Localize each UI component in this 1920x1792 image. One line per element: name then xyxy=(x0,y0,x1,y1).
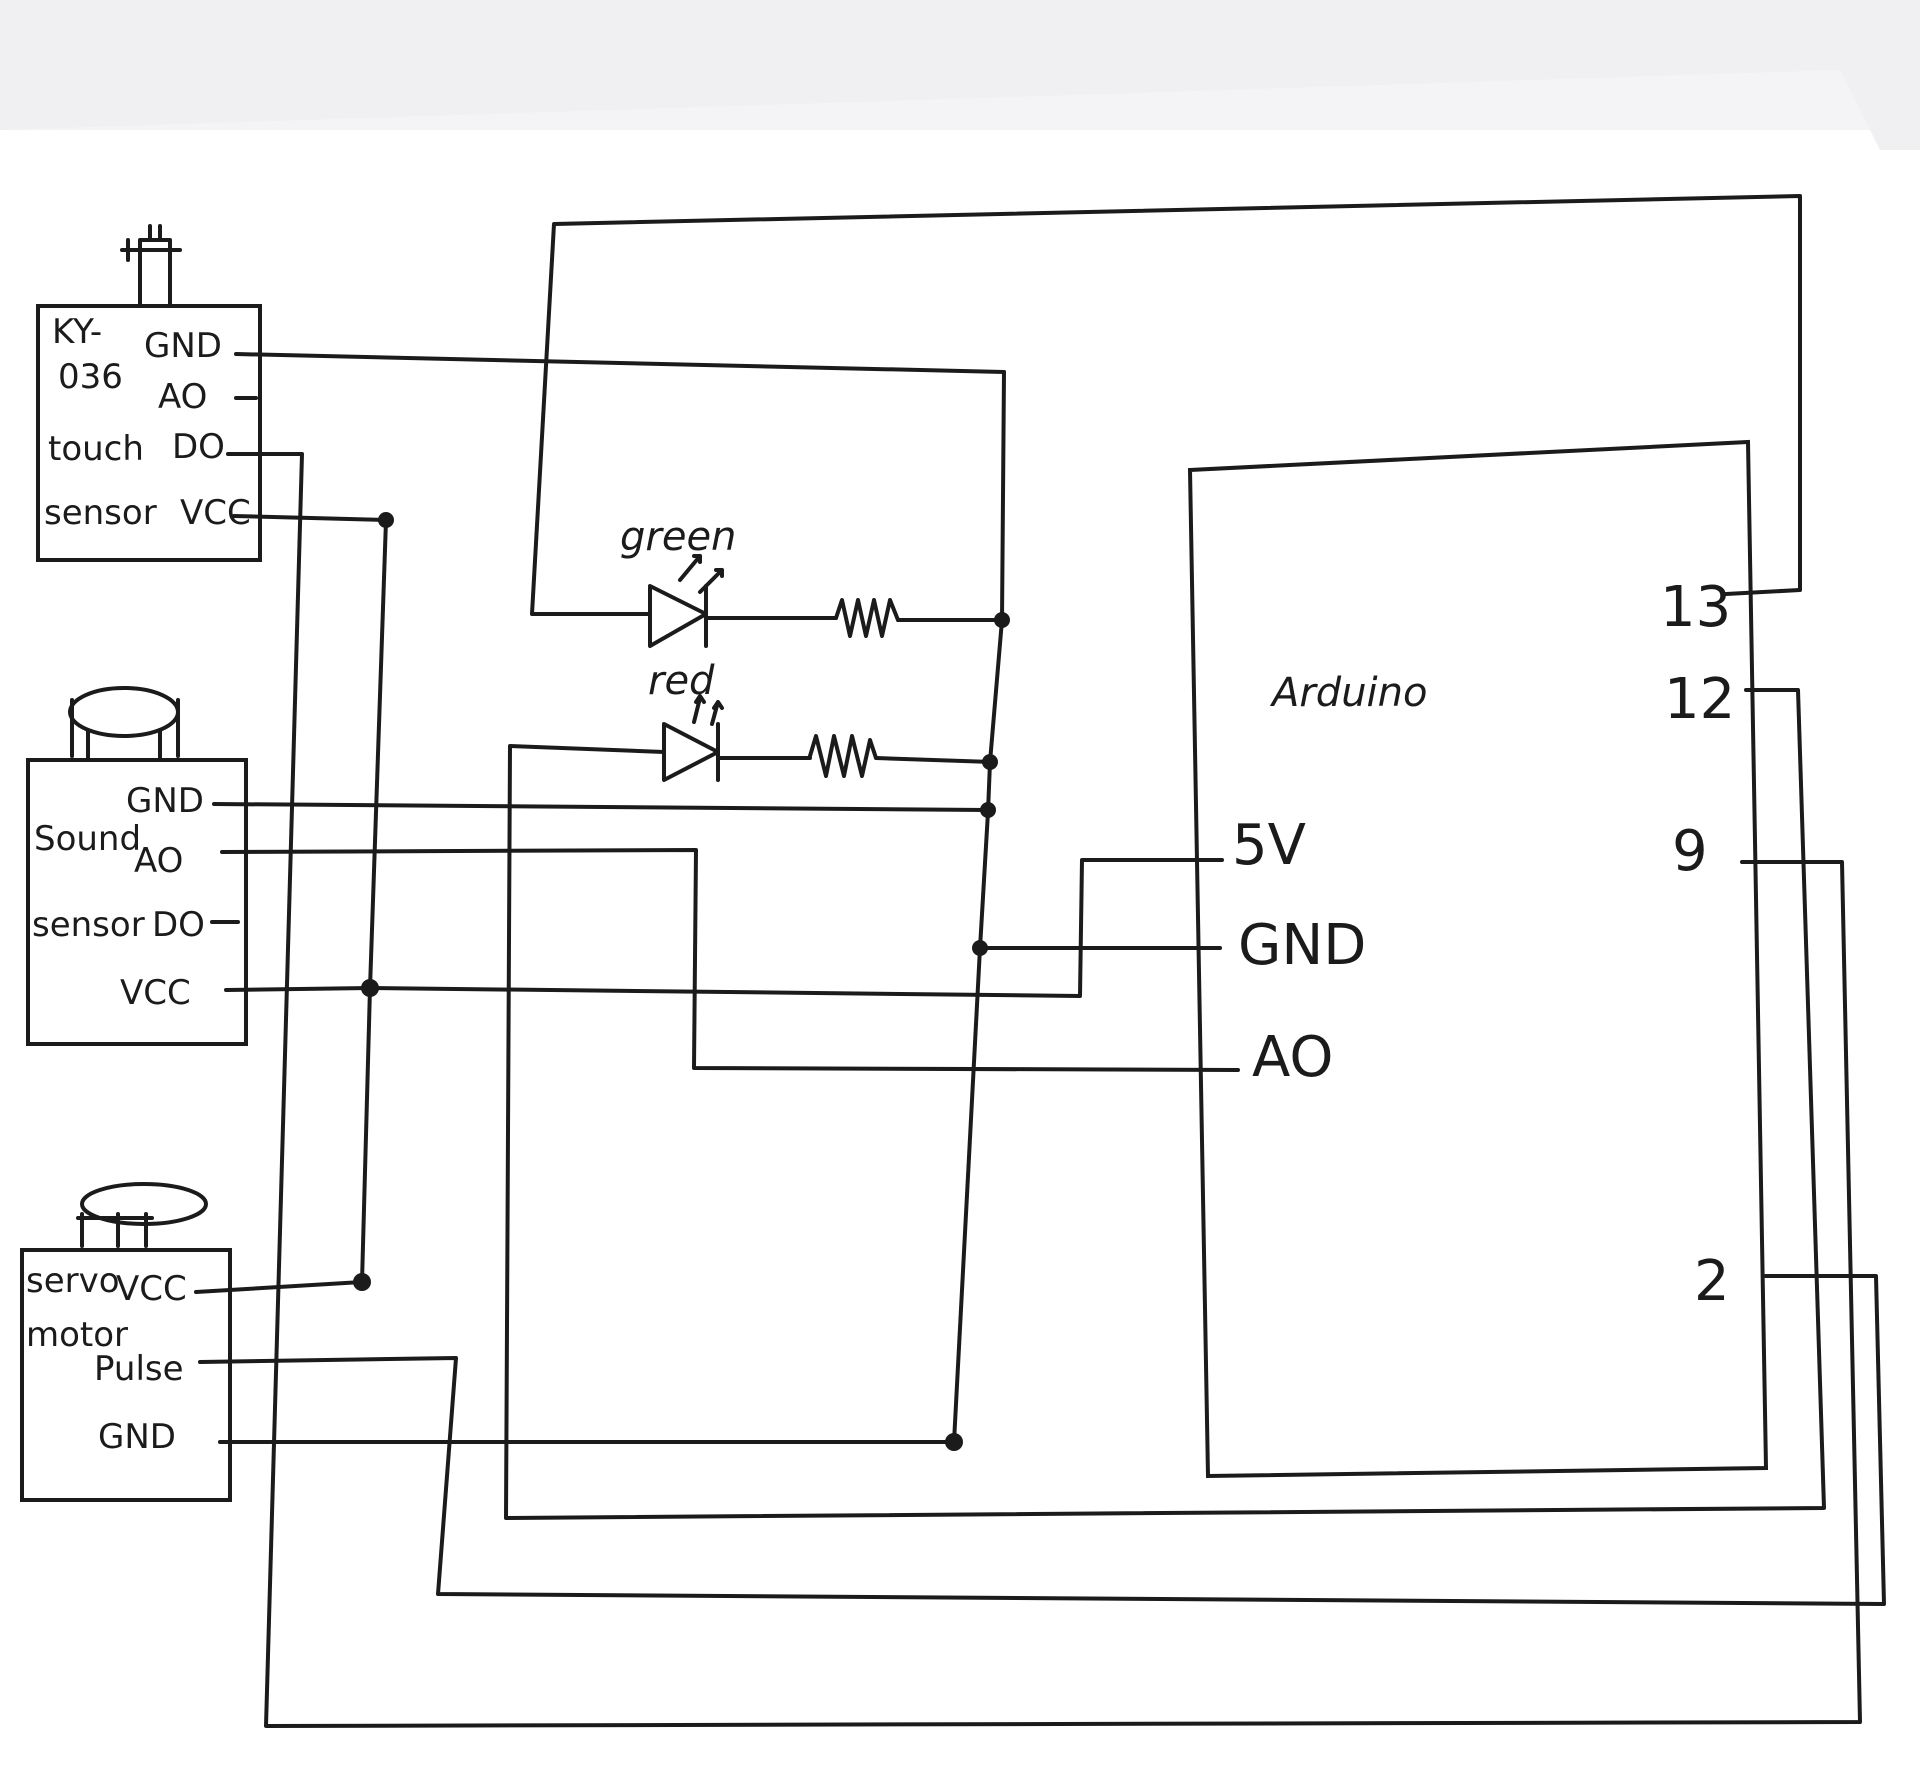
junction-dot xyxy=(361,979,379,997)
red-led-symbol-icon xyxy=(662,722,720,782)
wires xyxy=(194,194,1886,1728)
arduino-pin-gnd: GND xyxy=(1238,913,1366,978)
wire-pin13-green-led xyxy=(530,194,1802,616)
wire-touch-do-pin9 xyxy=(226,452,1862,1728)
junction-dot xyxy=(994,612,1010,628)
wire-vcc-bus xyxy=(360,518,388,1284)
arduino-title: Arduino xyxy=(1269,670,1428,716)
servo-label-line2: motor xyxy=(26,1315,128,1355)
junction-dot xyxy=(378,512,394,528)
microphone-icon xyxy=(68,686,180,738)
green-resistor xyxy=(834,598,900,638)
junction-dot xyxy=(972,940,988,956)
arduino-pin-2: 2 xyxy=(1694,1249,1730,1314)
red-led-light-arrows-icon xyxy=(692,694,724,726)
sound-pin-ao: AO xyxy=(134,841,183,881)
arduino-pin-9: 9 xyxy=(1672,819,1708,884)
touch-pin-do: DO xyxy=(172,427,225,467)
red-led: red xyxy=(648,658,724,782)
servo-pin-vcc: VCC xyxy=(116,1269,187,1309)
wire-green-led-resistor xyxy=(704,616,996,622)
junction-dot xyxy=(980,802,996,818)
wire-red-led-resistor xyxy=(716,756,994,764)
wire-sound-vcc-5v xyxy=(224,858,1224,998)
wire-servo-pulse-pin2 xyxy=(198,1274,1886,1606)
sound-sensor: GND Sound AO sensor DO VCC xyxy=(26,686,248,1046)
paper-fold xyxy=(0,0,1920,150)
sound-pin-vcc: VCC xyxy=(120,973,191,1013)
wire-ground-rail xyxy=(952,370,1006,1444)
arduino-pin-12: 12 xyxy=(1664,667,1735,732)
wire-pin12-red-led xyxy=(504,688,1826,1520)
servo-label-line1: servo xyxy=(26,1261,120,1301)
arduino-pin-13: 13 xyxy=(1660,575,1731,640)
green-led-light-arrows-icon xyxy=(678,554,724,594)
green-led-label: green xyxy=(620,514,736,560)
green-resistor-symbol-icon xyxy=(834,598,900,638)
servo-shaft-icon xyxy=(76,1212,154,1248)
wire-touch-gnd xyxy=(234,352,1006,374)
arduino-body xyxy=(1187,439,1769,1479)
touch-label-line2: 036 xyxy=(58,357,123,397)
microphone-legs-icon xyxy=(70,698,180,760)
green-led: green xyxy=(620,514,736,648)
touch-pin-gnd: GND xyxy=(144,326,222,366)
junction-dot xyxy=(353,1273,371,1291)
junction-dot xyxy=(982,754,998,770)
sound-pin-do: DO xyxy=(152,905,205,945)
junctions xyxy=(353,512,1010,1451)
wire-sound-ao xyxy=(220,848,1240,1072)
touch-label-line4: sensor xyxy=(44,493,157,533)
touch-sensor: KY- 036 touch sensor GND AO DO VCC xyxy=(36,224,262,562)
servo-pin-pulse: Pulse xyxy=(94,1349,184,1389)
junction-dot xyxy=(945,1433,963,1451)
arduino-pin-ao: AO xyxy=(1252,1025,1333,1090)
wire-sound-gnd xyxy=(212,802,990,812)
touch-label-line3: touch xyxy=(48,429,144,469)
arduino-pin-5v: 5V xyxy=(1232,813,1306,878)
green-led-symbol-icon xyxy=(648,584,708,648)
arduino-board: Arduino 5V GND AO 13 12 9 2 xyxy=(1187,439,1769,1479)
touch-pin-ao: AO xyxy=(158,377,207,417)
servo-motor: servo VCC motor Pulse GND xyxy=(20,1182,232,1502)
red-resistor-symbol-icon xyxy=(808,734,878,778)
sound-label-line1: Sound xyxy=(34,819,141,859)
sound-pin-gnd: GND xyxy=(126,781,204,821)
sound-sensor-body xyxy=(26,758,248,1046)
touch-sensor-body xyxy=(36,304,262,562)
touch-label-line1: KY- xyxy=(52,312,102,352)
wire-touch-vcc xyxy=(232,514,388,522)
servo-pin-gnd: GND xyxy=(98,1417,176,1457)
red-led-label: red xyxy=(648,658,715,704)
sound-label-line2: sensor xyxy=(32,905,145,945)
touch-electrode-icon xyxy=(120,224,182,308)
servo-body xyxy=(20,1248,232,1502)
touch-pin-vcc: VCC xyxy=(180,493,251,533)
red-resistor xyxy=(808,734,878,778)
